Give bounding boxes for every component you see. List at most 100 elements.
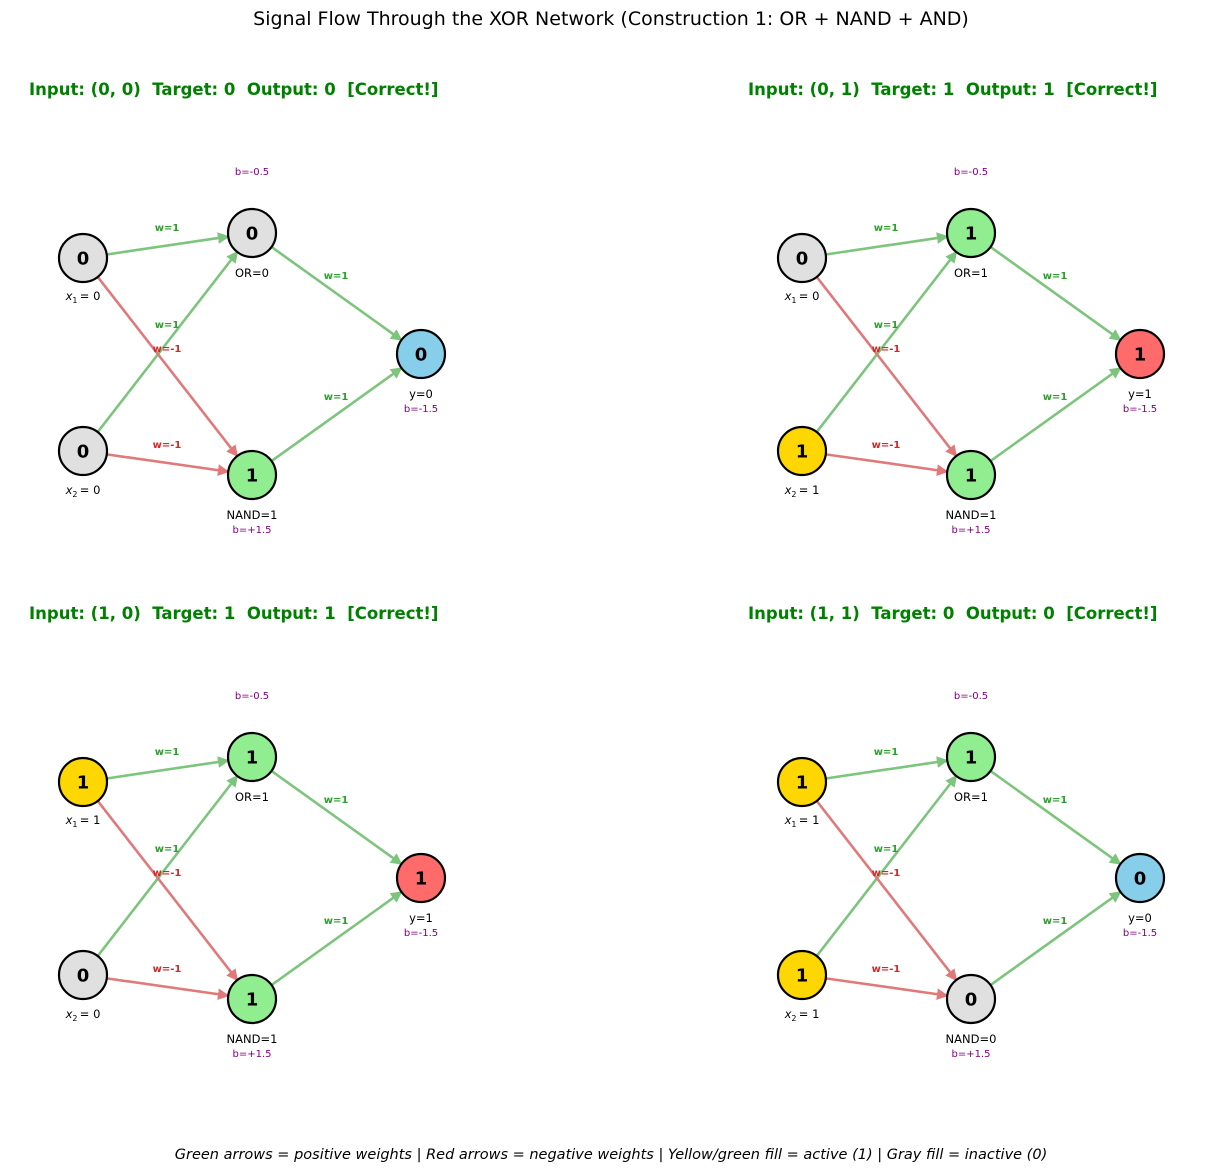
weight-label-x1-nand: w=-1: [153, 868, 182, 879]
output-bias-label: b=-1.5: [1123, 404, 1157, 415]
output-bias-label: b=-1.5: [404, 404, 438, 415]
weight-label-x2-or: w=1: [155, 320, 180, 331]
xor-panel-4: Input: (1, 1) Target: 0 Output: 0 [Corre…: [719, 524, 1199, 1060]
input-node-x1-value: 1: [796, 773, 809, 794]
edge-x2-nand: [825, 977, 949, 1000]
output-label: y=0: [409, 387, 433, 401]
or-label: OR=0: [235, 266, 269, 280]
weight-label-or-y: w=1: [1043, 795, 1068, 806]
weight-label-x2-or: w=1: [155, 844, 180, 855]
weight-label-x1-nand: w=-1: [872, 868, 901, 879]
input-node-x1-value: 0: [796, 249, 809, 270]
hidden-node-or: [226, 207, 278, 259]
nand-bias-label: b=+1.5: [951, 525, 990, 536]
weight-label-x2-or: w=1: [874, 320, 899, 331]
or-label: OR=1: [954, 266, 988, 280]
x1-label: x1 = 0: [784, 289, 820, 305]
weight-label-x1-nand: w=-1: [153, 344, 182, 355]
weight-label-x1-or: w=1: [155, 747, 180, 758]
hidden-node-or-value: 1: [965, 224, 978, 245]
output-node-y-value: 1: [415, 869, 428, 890]
hidden-node-or: [945, 731, 997, 783]
input-node-x1: [776, 756, 828, 808]
hidden-node-nand-value: 1: [965, 466, 978, 487]
or-label: OR=1: [235, 790, 269, 804]
hidden-node-nand: [226, 973, 278, 1025]
input-node-x2-value: 1: [796, 442, 809, 463]
nand-label: NAND=1: [227, 508, 278, 522]
or-bias-label: b=-0.5: [954, 167, 988, 178]
input-node-x2-value: 0: [77, 966, 90, 987]
hidden-node-or-value: 0: [246, 224, 259, 245]
weight-label-nand-y: w=1: [324, 392, 349, 403]
legend-caption: Green arrows = positive weights | Red ar…: [174, 1147, 1048, 1163]
input-node-x2: [57, 949, 109, 1001]
weight-label-x1-or: w=1: [874, 747, 899, 758]
input-node-x1-value: 1: [77, 773, 90, 794]
weight-label-x2-nand: w=-1: [153, 440, 182, 451]
weight-label-x2-nand: w=-1: [153, 964, 182, 975]
input-node-x2: [776, 425, 828, 477]
weight-label-or-y: w=1: [1043, 271, 1068, 282]
input-node-x1: [57, 756, 109, 808]
xor-panel-1: Input: (0, 0) Target: 0 Output: 0 [Corre…: [0, 0, 480, 536]
nand-bias-label: b=+1.5: [951, 1049, 990, 1060]
edge-x1-or: [825, 756, 949, 780]
x2-label: x2 = 1: [784, 1007, 820, 1023]
output-node-y-value: 0: [1134, 869, 1147, 890]
output-bias-label: b=-1.5: [404, 928, 438, 939]
nand-bias-label: b=+1.5: [232, 1049, 271, 1060]
hidden-node-nand-value: 0: [965, 990, 978, 1011]
edge-x1-nand: [815, 800, 958, 982]
figure-title: Signal Flow Through the XOR Network (Con…: [253, 8, 969, 30]
xor-panel-3: Input: (1, 0) Target: 1 Output: 1 [Corre…: [0, 524, 480, 1060]
edge-x2-nand: [825, 453, 949, 476]
x1-label: x1 = 0: [65, 289, 101, 305]
edge-nand-y: [989, 891, 1122, 987]
hidden-node-or: [226, 731, 278, 783]
input-node-x1-value: 0: [77, 249, 90, 270]
edge-x1-nand: [96, 800, 239, 982]
hidden-node-or-value: 1: [965, 748, 978, 769]
edge-x2-nand: [106, 977, 230, 1000]
hidden-node-nand: [945, 973, 997, 1025]
edge-nand-y: [270, 367, 403, 463]
weight-label-x2-or: w=1: [874, 844, 899, 855]
output-node-y-value: 1: [1134, 345, 1147, 366]
edge-x2-nand: [106, 453, 230, 476]
edge-x1-nand: [96, 276, 239, 458]
hidden-node-nand: [945, 449, 997, 501]
hidden-node-or-value: 1: [246, 748, 259, 769]
output-node-y: [1114, 852, 1166, 904]
input-node-x2: [776, 949, 828, 1001]
weight-label-x1-or: w=1: [874, 223, 899, 234]
hidden-node-nand: [226, 449, 278, 501]
hidden-node-or: [945, 207, 997, 259]
edge-or-y: [989, 245, 1122, 341]
output-label: y=1: [409, 911, 433, 925]
input-node-x1: [776, 232, 828, 284]
edge-nand-y: [989, 367, 1122, 463]
weight-label-or-y: w=1: [324, 271, 349, 282]
edge-nand-y: [270, 891, 403, 987]
output-node-y-value: 0: [415, 345, 428, 366]
edge-x2-or: [96, 250, 239, 433]
x1-label: x1 = 1: [65, 813, 101, 829]
or-bias-label: b=-0.5: [235, 167, 269, 178]
edge-x1-nand: [815, 276, 958, 458]
weight-label-x1-nand: w=-1: [872, 344, 901, 355]
edge-or-y: [270, 245, 403, 341]
nand-label: NAND=0: [946, 1032, 997, 1046]
panel-title: Input: (1, 1) Target: 0 Output: 0 [Corre…: [748, 604, 1158, 623]
weight-label-nand-y: w=1: [1043, 916, 1068, 927]
output-label: y=0: [1128, 911, 1152, 925]
weight-label-x1-or: w=1: [155, 223, 180, 234]
nand-label: NAND=1: [946, 508, 997, 522]
x1-label: x1 = 1: [784, 813, 820, 829]
input-node-x2-value: 1: [796, 966, 809, 987]
hidden-node-nand-value: 1: [246, 466, 259, 487]
